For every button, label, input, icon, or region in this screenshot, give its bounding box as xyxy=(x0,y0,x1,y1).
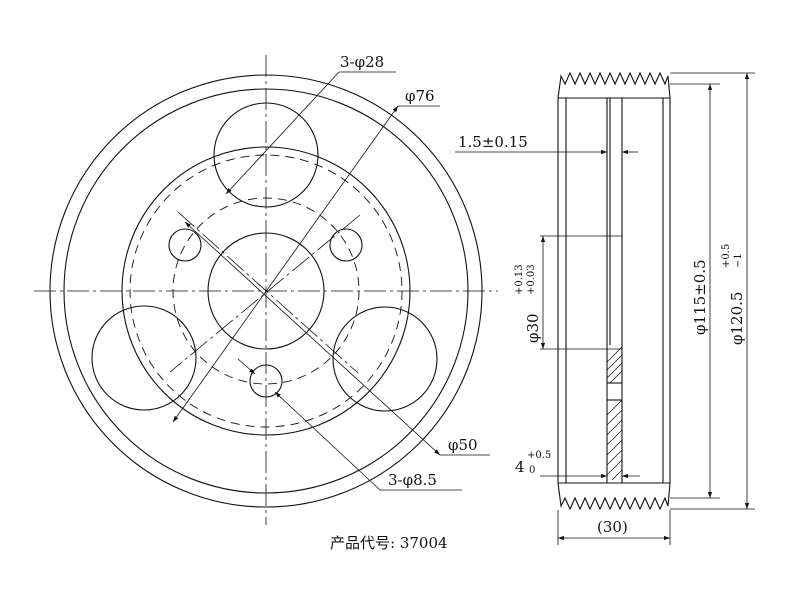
outer-rim-circle xyxy=(49,74,483,508)
label-bore-tol-upper: +0.13 xyxy=(514,264,525,295)
side-view: 1.5±0.15 φ30 +0.13 +0.03 φ115±0.5 φ120.5… xyxy=(455,71,755,545)
label-hub-tol-upper: +0.5 xyxy=(527,450,551,461)
label-holes-small: 3-φ8.5 xyxy=(388,471,437,489)
label-bore: φ30 xyxy=(524,313,542,343)
product-code: 产品代号: 37004 xyxy=(330,534,448,552)
dim-line-pitch-small xyxy=(184,221,441,456)
label-hub-len: 4 xyxy=(515,458,525,476)
hatch-lower xyxy=(606,399,623,481)
hatch-upper xyxy=(606,346,623,384)
label-pitch-small: φ50 xyxy=(448,436,478,454)
front-view: 3-φ28 φ76 φ50 3-φ8.5 xyxy=(34,53,498,525)
dim-line-holes-small-a xyxy=(237,358,256,375)
label-outer-tol-upper: +0.5 xyxy=(721,244,732,268)
large-hole-lower-left xyxy=(91,305,197,411)
label-pitch-large: φ76 xyxy=(405,87,435,105)
label-width: (30) xyxy=(597,518,628,536)
label-hub-tol-lower: 0 xyxy=(529,465,535,476)
bottom-groove-profile xyxy=(557,482,671,511)
dim-line-holes-small-b xyxy=(274,391,381,491)
label-holes-large: 3-φ28 xyxy=(340,53,384,71)
top-groove-profile xyxy=(557,71,671,99)
small-hole-right xyxy=(329,228,363,262)
label-groove-dia: φ115±0.5 xyxy=(691,259,709,335)
dim-line-pitch-large xyxy=(172,105,399,423)
label-outer-tol-lower: −1 xyxy=(733,253,744,268)
label-outer-dia: φ120.5 xyxy=(728,292,746,345)
label-web: 1.5±0.15 xyxy=(458,133,528,151)
rim-inner-circle xyxy=(63,88,469,494)
small-hole-left xyxy=(168,228,202,262)
label-bore-tol-lower: +0.03 xyxy=(526,264,537,295)
large-hole-lower-right xyxy=(332,306,438,412)
